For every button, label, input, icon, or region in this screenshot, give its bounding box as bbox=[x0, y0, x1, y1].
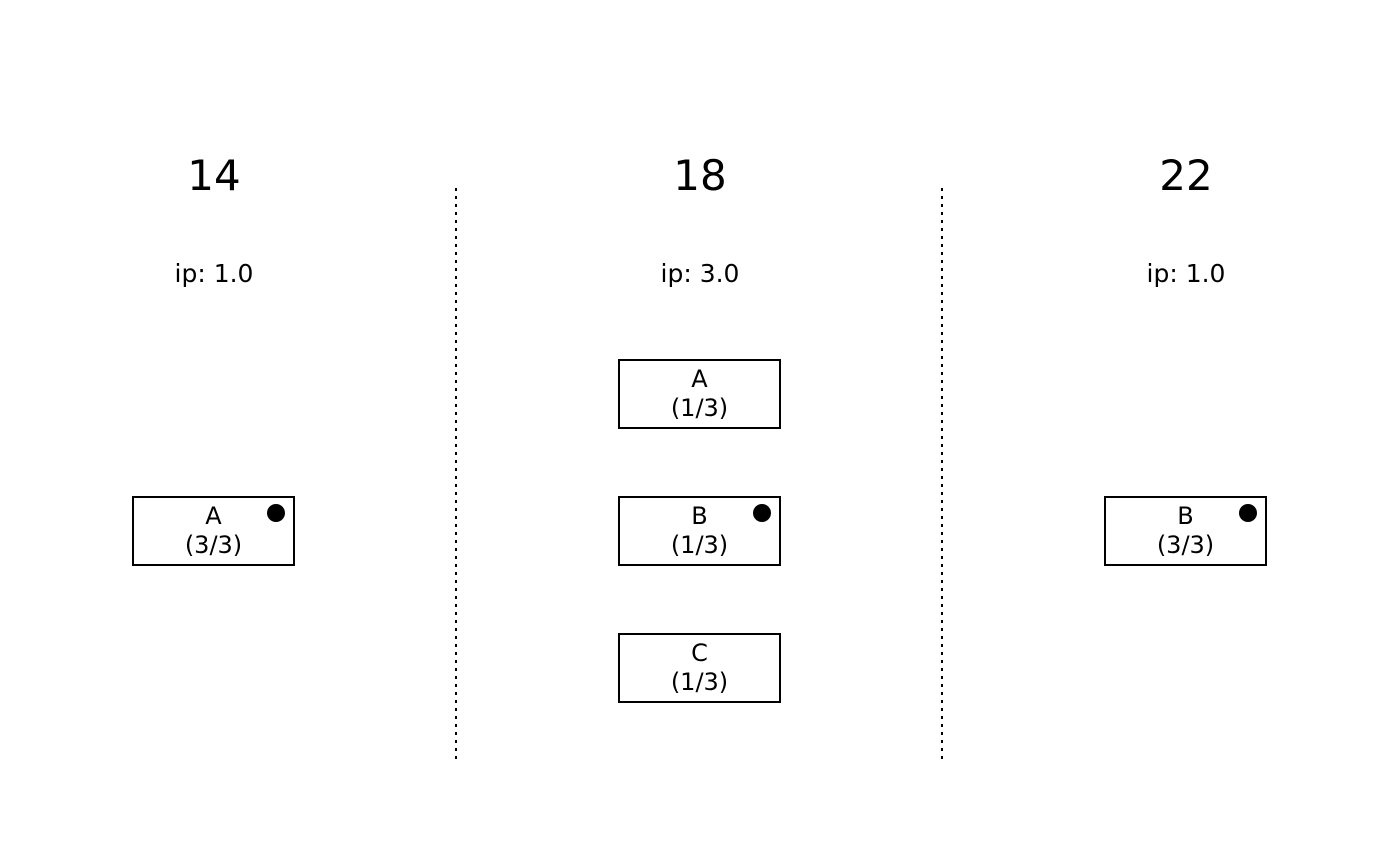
node-fraction: (3/3) bbox=[1156, 531, 1215, 559]
node-name: B bbox=[1177, 502, 1194, 530]
node-fraction: (1/3) bbox=[670, 394, 729, 422]
ip-label: ip: 1.0 bbox=[174, 259, 254, 288]
node-name: C bbox=[691, 639, 708, 667]
timestep-title: 22 bbox=[1159, 151, 1213, 200]
ip-label: ip: 1.0 bbox=[1146, 259, 1226, 288]
node-box-b: B (3/3) bbox=[1104, 496, 1267, 566]
node-name: A bbox=[691, 365, 708, 393]
column-divider-left bbox=[455, 188, 457, 760]
node-box-a: A (1/3) bbox=[618, 359, 781, 429]
node-name: B bbox=[691, 502, 708, 530]
timestep-column-22: 22 ip: 1.0 B (3/3) bbox=[1046, 0, 1326, 866]
active-dot bbox=[1239, 504, 1257, 522]
column-divider-right bbox=[941, 188, 943, 760]
node-fraction: (1/3) bbox=[670, 531, 729, 559]
node-box-c: C (1/3) bbox=[618, 633, 781, 703]
node-fraction: (1/3) bbox=[670, 668, 729, 696]
timestep-title: 14 bbox=[187, 151, 241, 200]
node-box-a: A (3/3) bbox=[132, 496, 295, 566]
node-fraction: (3/3) bbox=[184, 531, 243, 559]
active-dot bbox=[753, 504, 771, 522]
node-box-b: B (1/3) bbox=[618, 496, 781, 566]
node-name: A bbox=[205, 502, 222, 530]
ip-label: ip: 3.0 bbox=[660, 259, 740, 288]
active-dot bbox=[267, 504, 285, 522]
timestep-column-14: 14 ip: 1.0 A (3/3) bbox=[74, 0, 354, 866]
timestep-column-18: 18 ip: 3.0 A (1/3) B (1/3) C (1/3) bbox=[560, 0, 840, 866]
timestep-title: 18 bbox=[673, 151, 727, 200]
